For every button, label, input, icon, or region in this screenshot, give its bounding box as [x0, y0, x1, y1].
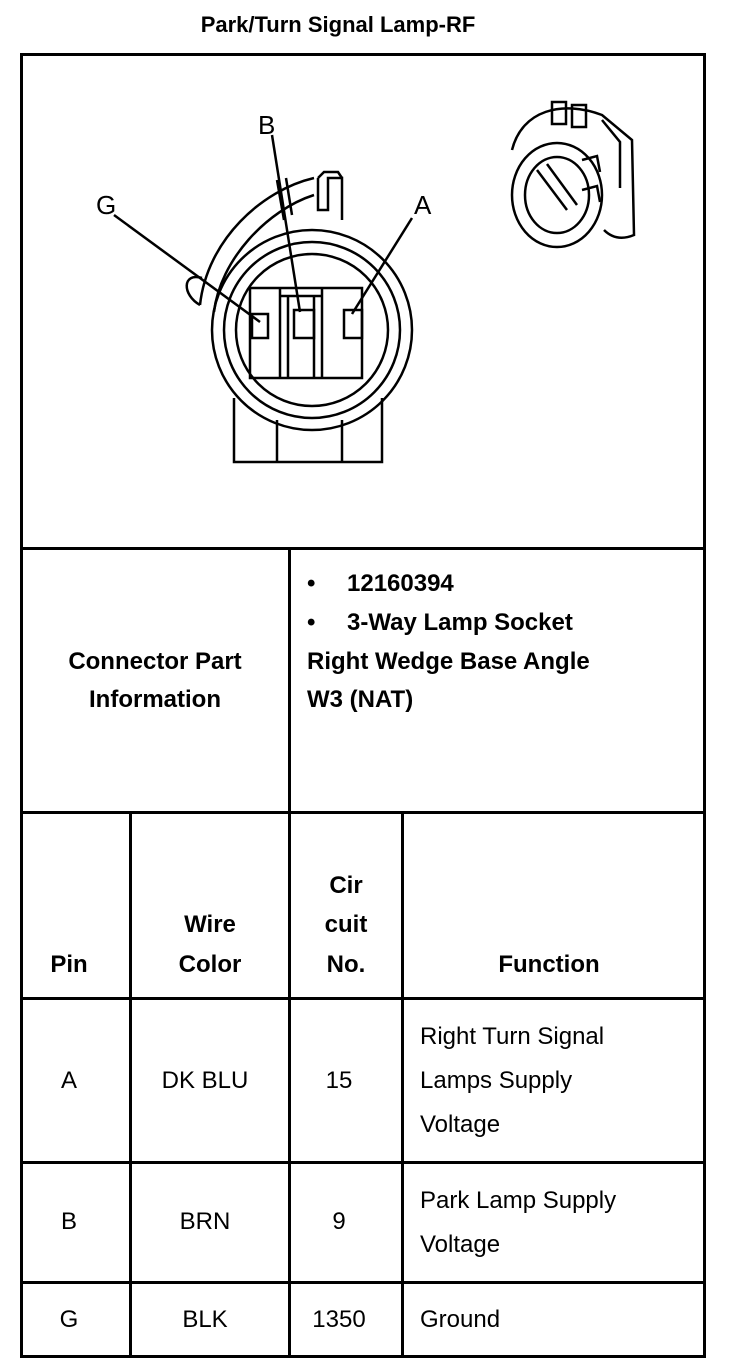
row-b-function-line2: Voltage: [420, 1231, 501, 1258]
row-g-function-line1: Ground: [420, 1306, 501, 1333]
row-b-function-line1: Park Lamp Supply: [420, 1187, 617, 1214]
row-b-pin: B: [60, 1208, 77, 1235]
row-a-function-line2: Lamps Supply: [420, 1067, 573, 1094]
header-function: Function: [498, 951, 600, 978]
part-info-label-line1: Connector Part: [68, 648, 242, 675]
socket-type-bullet: •3-Way Lamp Socket: [307, 609, 573, 636]
header-wire-line1: Wire: [184, 911, 236, 938]
pin-label-g: G: [96, 190, 116, 220]
header-wire-line2: Color: [178, 951, 242, 978]
socket-description-line1: Right Wedge Base Angle: [307, 648, 590, 675]
row-a-pin: A: [60, 1067, 77, 1094]
row-g-wire: BLK: [182, 1306, 228, 1333]
header-divider: [20, 997, 705, 1000]
circuit-column-divider: [401, 811, 404, 1355]
frame-bottom-border: [20, 1355, 705, 1358]
lamp-socket-connector-icon: B G A: [96, 100, 636, 464]
header-circuit-line1: Cir: [329, 872, 363, 899]
row-a-circuit: 15: [325, 1067, 353, 1094]
row-b-circuit: 9: [332, 1208, 346, 1235]
frame-top-border: [20, 53, 705, 56]
connector-diagram: B G A: [22, 60, 702, 546]
row-a-function-line1: Right Turn Signal: [420, 1023, 605, 1050]
row-b-wire: BRN: [179, 1208, 231, 1235]
part-info-divider: [20, 811, 705, 814]
header-pin: Pin: [50, 951, 88, 978]
header-circuit-line2: cuit: [324, 911, 368, 938]
part-number: 12160394: [347, 570, 454, 597]
frame-left-border: [20, 53, 23, 1358]
page-title: Park/Turn Signal Lamp-RF: [200, 12, 476, 37]
frame-right-border: [703, 53, 706, 1358]
row-a-wire: DK BLU: [161, 1067, 249, 1094]
part-info-label-line2: Information: [89, 686, 221, 713]
header-circuit-line3: No.: [326, 951, 366, 978]
row-a-function-line3: Voltage: [420, 1111, 501, 1138]
row-g-pin: G: [59, 1306, 79, 1333]
part-number-bullet: •12160394: [307, 570, 454, 597]
socket-description-line2: W3 (NAT): [307, 686, 414, 713]
row-g-circuit: 1350: [312, 1306, 366, 1333]
pin-label-b: B: [258, 110, 275, 140]
row-divider-1: [20, 1161, 705, 1164]
row-divider-2: [20, 1281, 705, 1284]
part-info-column-divider: [288, 547, 291, 1355]
socket-type: 3-Way Lamp Socket: [347, 609, 573, 636]
pin-label-a: A: [414, 190, 432, 220]
pin-column-divider: [129, 811, 132, 1355]
diagram-divider: [20, 547, 705, 550]
